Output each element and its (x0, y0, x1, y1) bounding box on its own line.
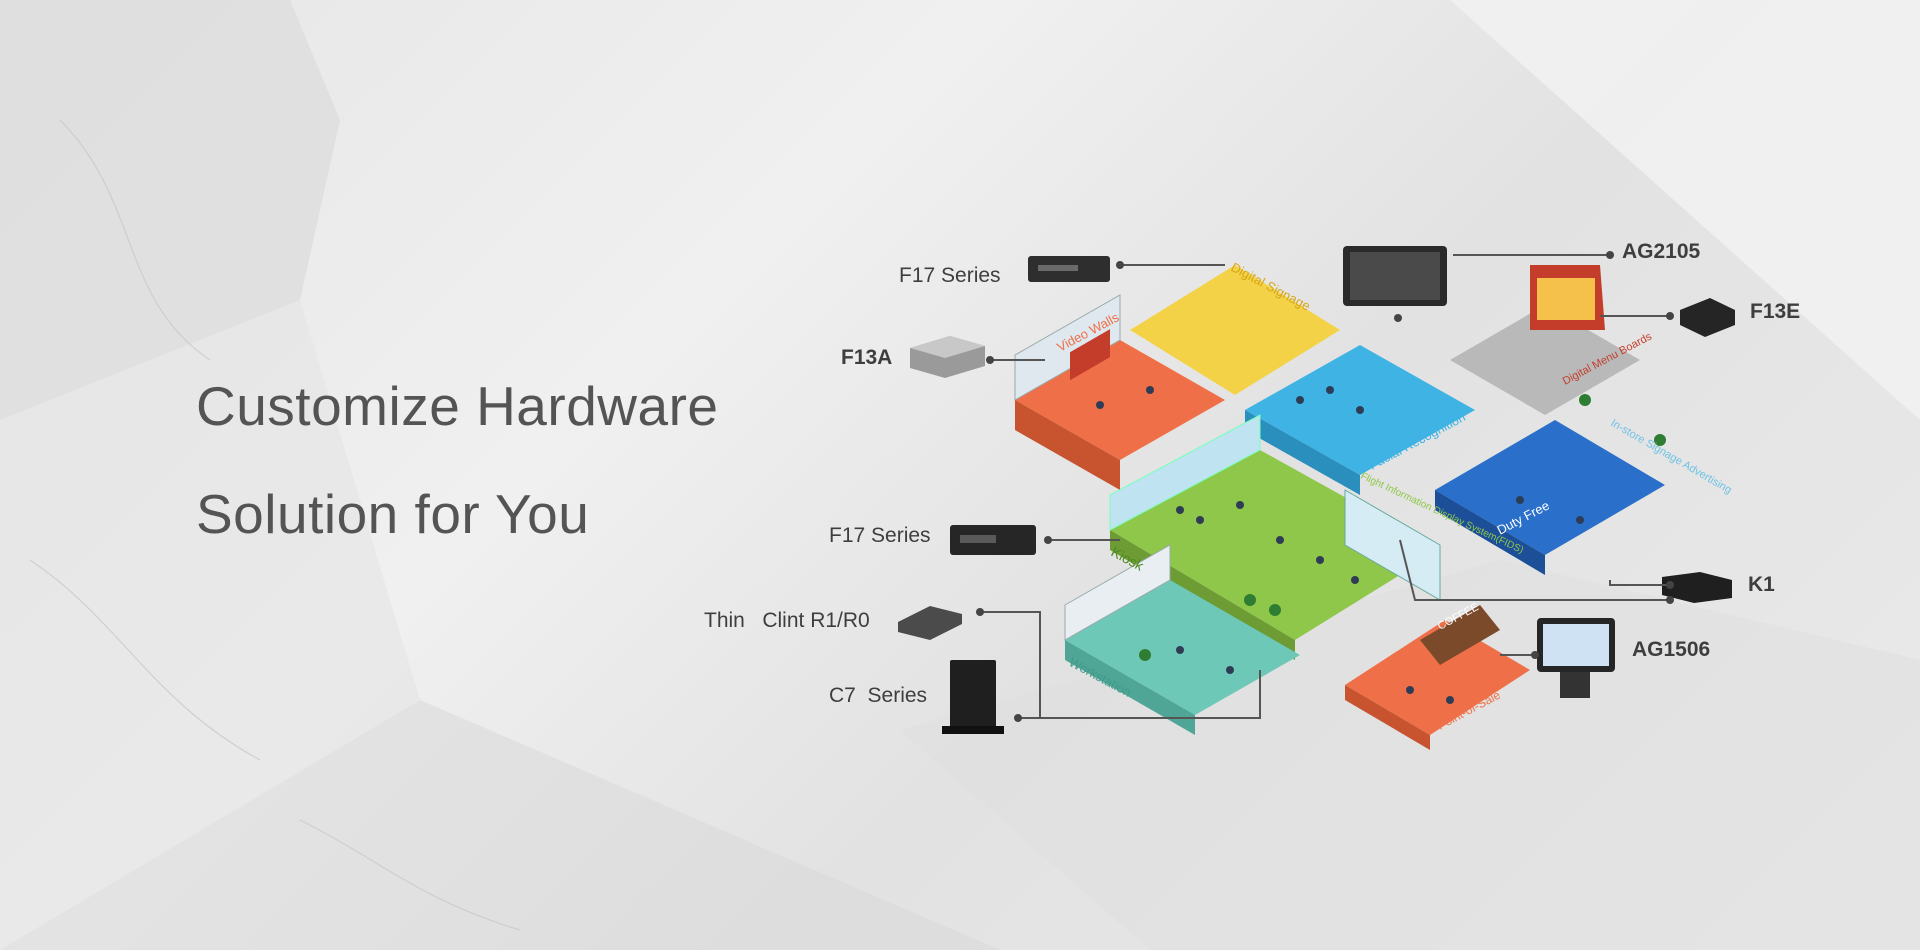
hero-title-line2: Solution for You (196, 483, 590, 545)
mini-pc-icon-f17-mid (950, 525, 1036, 555)
mini-pc-icon-f17-top (1028, 256, 1110, 282)
hero-title: Customize Hardware Solution for You (196, 352, 719, 568)
digital-signage-floor (1130, 265, 1340, 395)
menu-board-panel (1537, 278, 1595, 320)
mini-pc-icon-k1 (1662, 572, 1732, 603)
digital-menu-floor (1450, 305, 1640, 415)
label-c7-series[interactable]: C7 Series (829, 684, 928, 707)
label-ag2105[interactable]: AG2105 (1622, 240, 1701, 263)
label-ag1506[interactable]: AG1506 (1632, 638, 1711, 661)
coffee-shop-counter (1420, 605, 1500, 665)
point-of-sale-floor-side (1345, 685, 1430, 750)
duty-free-floor (1435, 420, 1665, 555)
thin-client-icon (898, 606, 962, 640)
connector-lines (980, 254, 1670, 719)
facial-recognition-floor-side (1245, 410, 1360, 495)
scene-figures (1096, 386, 1584, 704)
label-k1[interactable]: K1 (1748, 573, 1775, 596)
connector-dots (976, 251, 1674, 722)
monitor-icon-ag2105 (1343, 246, 1447, 306)
kiosk-floor (1110, 450, 1440, 640)
kiosk-wall (1109, 414, 1261, 531)
mini-pc-icon-f13a (910, 336, 985, 378)
label-f17-series-mid[interactable]: F17 Series (829, 524, 931, 547)
video-wall-screen (1070, 329, 1110, 381)
label-f13a[interactable]: F13A (841, 346, 893, 369)
workstation-wall (1064, 544, 1171, 641)
plants (1139, 394, 1666, 661)
workstation-floor-side (1065, 640, 1195, 735)
duty-free-floor-side (1435, 490, 1545, 575)
label-thin-client[interactable]: Thin Clint R1/R0 (704, 609, 870, 632)
video-walls-floor-side (1015, 400, 1120, 490)
mini-pc-icon-f13e (1680, 298, 1735, 337)
point-of-sale-floor (1345, 620, 1530, 735)
label-f13e[interactable]: F13E (1750, 300, 1801, 323)
tower-pc-icon-c7 (942, 660, 1004, 734)
hero-title-line1: Customize Hardware (196, 375, 719, 437)
label-f17-series-top[interactable]: F17 Series (899, 264, 1001, 287)
pos-terminal-icon-ag1506 (1537, 618, 1615, 698)
